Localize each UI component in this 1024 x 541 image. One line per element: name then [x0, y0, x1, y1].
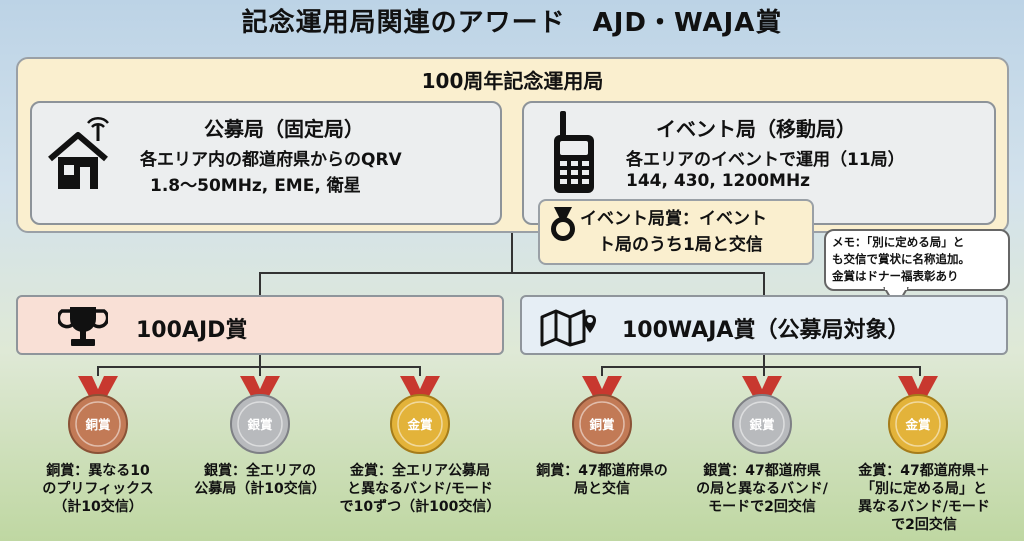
connector-line — [419, 366, 421, 376]
event-station-bands: 144, 430, 1200MHz — [626, 171, 811, 191]
medal-badge-text: 銅賞 — [588, 417, 615, 432]
connector-line — [763, 272, 765, 295]
medal-icon — [551, 207, 575, 241]
memo-line2: も交信で賞状に名称追加。 — [832, 252, 970, 266]
memo-line1: メモ：「別に定める局」と — [832, 235, 965, 249]
medal-badge-text: 金賞 — [406, 417, 433, 432]
connector-line — [763, 366, 765, 376]
medal-badge-text: 銀賞 — [246, 417, 273, 432]
connector-line — [601, 366, 921, 368]
event-station-desc: 各エリアのイベントで運用（11局） — [626, 150, 905, 170]
waja-gold-medal: 金賞 — [886, 376, 950, 456]
map-pin-icon — [540, 309, 596, 347]
commemorative-stations-title: 100周年記念運用局 — [421, 69, 604, 93]
ajd-bronze-medal: 銅賞 — [66, 376, 130, 456]
waja-award-box: 100WAJA賞（公募局対象） — [520, 295, 1008, 355]
waja-award-title: 100WAJA賞（公募局対象） — [622, 318, 910, 343]
handheld-radio-icon — [554, 111, 594, 193]
connector-line — [259, 272, 764, 274]
connector-line — [259, 355, 261, 367]
waja-bronze-desc: 銅賞：47都道府県の 局と交信 — [536, 463, 668, 497]
medal-badge-text: 銅賞 — [84, 417, 111, 432]
connector-line — [97, 366, 99, 376]
ajd-silver-desc: 銀賞：全エリアの 公募局（計10交信） — [194, 463, 326, 497]
ajd-silver-medal: 銀賞 — [228, 376, 292, 456]
fixed-station-desc: 各エリア内の都道府県からのQRV — [140, 150, 402, 170]
event-station-title: イベント局（移動局） — [656, 117, 856, 141]
connector-line — [919, 366, 921, 376]
event-station-award-box: イベント局賞：イベント ト局のうち1局と交信 — [538, 199, 814, 265]
ajd-award-box: 100AJD賞 — [16, 295, 504, 355]
medal-badge-text: 金賞 — [904, 417, 931, 432]
ajd-gold-medal: 金賞 — [388, 376, 452, 456]
ajd-award-title: 100AJD賞 — [136, 318, 248, 343]
connector-line — [601, 366, 603, 376]
waja-silver-medal: 銀賞 — [730, 376, 794, 456]
memo-bubble: メモ：「別に定める局」と も交信で賞状に名称追加。 金賞はドナー福表彰あり — [824, 229, 1010, 291]
waja-gold-desc: 金賞：47都道府県＋ 「別に定める局」と 異なるバンド/モード で2回交信 — [858, 463, 990, 533]
ajd-bronze-desc: 銅賞：異なる10 のプリフィックス （計10交信） — [42, 463, 154, 515]
page-title: 記念運用局関連のアワード AJD・WAJA賞 — [241, 8, 783, 38]
fixed-station-bands: 1.8〜50MHz, EME, 衛星 — [150, 176, 361, 196]
event-award-line1: イベント局賞：イベント — [580, 209, 767, 229]
ajd-gold-desc: 金賞：全エリア公募局 と異なるバンド/モード で10ずつ（計100交信） — [339, 463, 501, 515]
fixed-station-box: 公募局（固定局） 各エリア内の都道府県からのQRV 1.8〜50MHz, EME… — [30, 101, 502, 225]
memo-line3: 金賞はドナー福表彰あり — [832, 269, 959, 283]
event-award-line2: ト局のうち1局と交信 — [598, 235, 763, 255]
fixed-station-title: 公募局（固定局） — [204, 117, 364, 141]
waja-bronze-medal: 銅賞 — [570, 376, 634, 456]
connector-line — [259, 272, 261, 295]
medal-badge-text: 銀賞 — [748, 417, 775, 432]
connector-line — [511, 233, 513, 273]
connector-line — [259, 366, 261, 376]
waja-silver-desc: 銀賞：47都道府県 の局と異なるバンド/ モードで2回交信 — [696, 463, 828, 515]
house-antenna-icon — [48, 117, 109, 189]
trophy-icon — [58, 307, 108, 346]
connector-line — [763, 355, 765, 367]
